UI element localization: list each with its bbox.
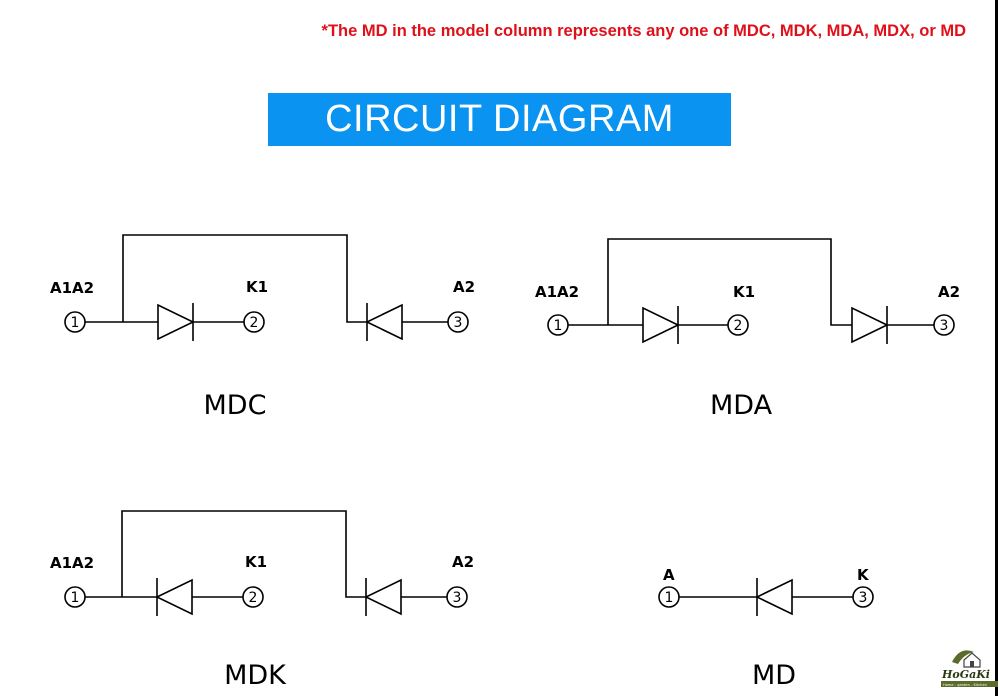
diode-1 xyxy=(642,305,679,345)
title-banner: CIRCUIT DIAGRAM xyxy=(268,93,731,146)
pin-1 xyxy=(64,586,86,608)
logo-tagline: Home - garden - Kitchen xyxy=(943,683,987,687)
pin-2 xyxy=(242,586,264,608)
pin-1 xyxy=(547,314,569,336)
house-leaf-icon: HoGaKi Home - garden - Kitchen xyxy=(941,650,998,687)
pin-3 xyxy=(852,586,874,608)
terminal-label-k1: K1 xyxy=(246,278,268,296)
pin-3 xyxy=(447,311,469,333)
diagram-name-mdc: MDC xyxy=(204,390,267,421)
pin-2-label: 2 xyxy=(250,315,259,331)
pin-3-label: 3 xyxy=(940,318,949,334)
pin-1-label: 1 xyxy=(71,315,80,331)
pin-3-label: 3 xyxy=(859,590,868,606)
right-border xyxy=(995,0,998,696)
terminal-label-a1a2: A1A2 xyxy=(50,554,94,572)
diode-2 xyxy=(851,305,888,345)
pin-2-label: 2 xyxy=(249,590,258,606)
diode-2 xyxy=(365,577,402,617)
diode-1 xyxy=(157,302,194,342)
diode-1 xyxy=(756,577,793,617)
pin-3 xyxy=(446,586,468,608)
pin-1 xyxy=(64,311,86,333)
terminal-label-k: K xyxy=(857,566,870,584)
diagram-name-md: MD xyxy=(752,660,796,691)
pin-1-label: 1 xyxy=(71,590,80,606)
diagram-mdc xyxy=(64,234,469,342)
model-note: *The MD in the model column represents a… xyxy=(321,22,966,40)
terminal-label-a2: A2 xyxy=(452,553,474,571)
diagram-md xyxy=(658,577,874,617)
pin-2 xyxy=(727,314,749,336)
bridge-wire xyxy=(121,510,366,598)
terminal-label-a2: A2 xyxy=(453,278,475,296)
pin-3-label: 3 xyxy=(454,315,463,331)
page-title: CIRCUIT DIAGRAM xyxy=(325,98,674,140)
diagram-name-mda: MDA xyxy=(710,390,773,421)
terminal-label-a: A xyxy=(663,566,675,584)
diagram-mda xyxy=(547,238,955,345)
terminal-label-a2: A2 xyxy=(938,283,960,301)
pin-2 xyxy=(243,311,265,333)
terminal-label-a1a2: A1A2 xyxy=(535,283,579,301)
diagram-mdk xyxy=(64,510,468,617)
terminal-label-k1: K1 xyxy=(245,553,267,571)
pin-3 xyxy=(933,314,955,336)
pin-1-label: 1 xyxy=(665,590,674,606)
pin-1 xyxy=(658,586,680,608)
terminal-label-a1a2: A1A2 xyxy=(50,279,94,297)
hogaki-logo: HoGaKi Home - garden - Kitchen xyxy=(938,640,998,690)
terminal-label-k1: K1 xyxy=(733,283,755,301)
pin-3-label: 3 xyxy=(453,590,462,606)
bridge-wire xyxy=(607,238,852,326)
diagram-name-mdk: MDK xyxy=(224,660,287,691)
pin-2-label: 2 xyxy=(734,318,743,334)
diode-2 xyxy=(366,302,403,342)
bridge-wire xyxy=(122,234,367,323)
pin-1-label: 1 xyxy=(554,318,563,334)
diode-1 xyxy=(156,577,193,617)
logo-brand: HoGaKi xyxy=(941,668,990,681)
